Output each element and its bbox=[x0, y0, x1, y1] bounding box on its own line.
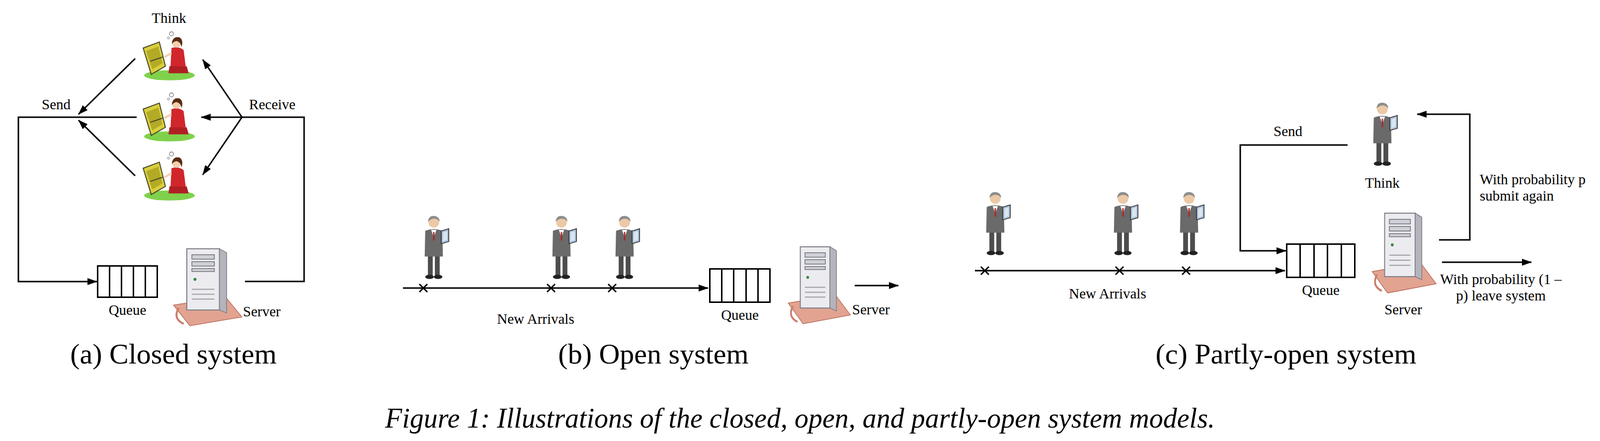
queue-slot bbox=[134, 266, 147, 297]
user-figure bbox=[552, 216, 577, 280]
subfigure-caption: (a) Closed system bbox=[70, 337, 277, 372]
queue-slot bbox=[722, 269, 735, 302]
flow-connector bbox=[18, 117, 137, 282]
server-box: Server bbox=[783, 242, 854, 325]
queue-box: Queue bbox=[709, 268, 771, 304]
queue-box: Queue bbox=[96, 265, 159, 299]
user-figure bbox=[143, 31, 195, 81]
server-icon bbox=[783, 242, 854, 325]
queue-slot bbox=[734, 269, 747, 302]
edge-label: Send bbox=[1272, 123, 1304, 140]
annotation: New Arrivals bbox=[496, 311, 574, 328]
queue-slot bbox=[1300, 244, 1315, 277]
send-arrow bbox=[78, 120, 136, 176]
node-label: Server bbox=[242, 303, 281, 320]
queue-slot bbox=[1342, 244, 1355, 277]
node-label: Server bbox=[1384, 301, 1423, 319]
receive-arrow bbox=[202, 59, 242, 118]
queue-slot bbox=[1314, 244, 1329, 277]
user-figure bbox=[1114, 192, 1138, 256]
queue-outline bbox=[96, 265, 159, 299]
node-label: Think bbox=[1364, 174, 1400, 192]
user-figure bbox=[143, 152, 195, 201]
server-icon bbox=[1367, 209, 1440, 294]
user-group: Think bbox=[136, 9, 202, 207]
user-figure bbox=[1180, 192, 1204, 256]
arrival-timeline bbox=[974, 270, 1285, 272]
queue-slot bbox=[1328, 244, 1342, 277]
node-label: Queue bbox=[1301, 282, 1340, 299]
exit-arrow bbox=[1441, 261, 1532, 264]
arrival-mark bbox=[980, 266, 1191, 275]
queue-slot bbox=[122, 266, 135, 297]
annotation: New Arrivals bbox=[1068, 285, 1146, 303]
user-figure bbox=[143, 92, 195, 142]
node-label: Think bbox=[151, 9, 186, 27]
queue-slot bbox=[746, 269, 759, 302]
exit-arrow bbox=[854, 285, 899, 287]
node-label: Queue bbox=[720, 307, 759, 324]
receive-arrow bbox=[202, 117, 242, 175]
queue-slot bbox=[758, 269, 770, 302]
queue-outline bbox=[709, 268, 771, 304]
flow-connector bbox=[1240, 145, 1348, 251]
queue-box: Queue bbox=[1285, 243, 1356, 279]
server-box: Server bbox=[1367, 209, 1440, 294]
flow-connector bbox=[1417, 114, 1470, 240]
annotation: With probability (1 – p) leave system bbox=[1435, 271, 1567, 305]
arrival-mark bbox=[419, 284, 617, 293]
edge-label: With probability p submit again bbox=[1478, 171, 1592, 205]
user-figure bbox=[615, 216, 640, 280]
user-figure bbox=[986, 192, 1011, 256]
queue-outline bbox=[1285, 243, 1356, 279]
queue-slot bbox=[110, 266, 123, 297]
subfigure-caption: (c) Partly-open system bbox=[1155, 337, 1417, 372]
user-figure bbox=[424, 216, 449, 280]
node-label: Queue bbox=[108, 302, 147, 319]
queue-slot bbox=[146, 266, 157, 297]
figure-caption: Figure 1: Illustrations of the closed, o… bbox=[385, 402, 1215, 435]
user-figure bbox=[1373, 102, 1398, 166]
arrival-timeline bbox=[402, 287, 709, 290]
subfigure-caption: (b) Open system bbox=[558, 337, 749, 372]
server-box: Server bbox=[168, 244, 245, 327]
node-label: Server bbox=[852, 301, 890, 319]
queue-slot bbox=[1287, 244, 1301, 277]
send-arrow bbox=[78, 58, 136, 115]
server-icon bbox=[168, 244, 245, 327]
edge-label: Send bbox=[40, 96, 73, 113]
queue-slot bbox=[710, 269, 723, 302]
queue-slot bbox=[98, 266, 111, 297]
edge-label: Receive bbox=[247, 96, 297, 113]
user-group: Think bbox=[1347, 94, 1418, 192]
